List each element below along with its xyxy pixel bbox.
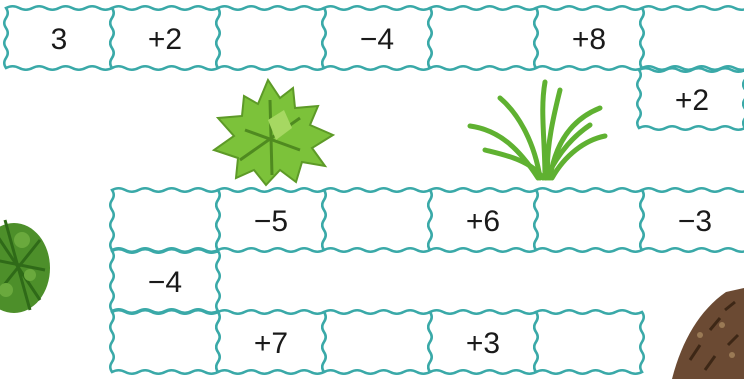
cell-border — [640, 6, 744, 70]
cell-border — [322, 188, 432, 252]
cell-value: +7 — [254, 327, 288, 360]
board-cell — [322, 310, 432, 374]
board-cell: +2 — [110, 6, 220, 70]
cell-border — [216, 6, 326, 70]
cell-border — [534, 310, 644, 374]
grass-clump — [470, 82, 605, 178]
cell-border — [322, 310, 432, 374]
board-cell: +3 — [428, 310, 538, 374]
board-cell: +2 — [637, 68, 744, 130]
cell-value: +2 — [675, 84, 709, 117]
board-cell — [216, 6, 326, 70]
cell-border — [428, 6, 538, 70]
cell-border — [534, 188, 644, 252]
board-cell — [428, 6, 538, 70]
board-cell — [640, 6, 744, 70]
board-cell — [534, 188, 644, 252]
board-cell — [534, 310, 644, 374]
cell-border — [110, 188, 220, 252]
board-cell: +7 — [216, 310, 326, 374]
cell-value: +2 — [148, 23, 182, 56]
cell-value: +3 — [466, 327, 500, 360]
board-cell: +8 — [534, 6, 644, 70]
board-cell: −3 — [640, 188, 744, 252]
cell-value: −5 — [254, 205, 288, 238]
board-cell: +6 — [428, 188, 538, 252]
board-cell: −5 — [216, 188, 326, 252]
cell-value: −4 — [148, 266, 182, 299]
board-cell — [322, 188, 432, 252]
board-cell: 3 — [4, 6, 114, 70]
board-cell: −4 — [110, 249, 220, 313]
fern-plant — [214, 80, 333, 185]
cell-border — [110, 310, 220, 374]
cell-value: +8 — [572, 23, 606, 56]
board-cell — [110, 310, 220, 374]
board-cell: −4 — [322, 6, 432, 70]
bush-left — [0, 220, 50, 313]
board-cell — [110, 188, 220, 252]
cell-value: +6 — [466, 205, 500, 238]
cell-value: −3 — [678, 205, 712, 238]
cell-value: −4 — [360, 23, 394, 56]
dirt-mound — [672, 288, 744, 379]
cell-value: 3 — [51, 23, 68, 56]
